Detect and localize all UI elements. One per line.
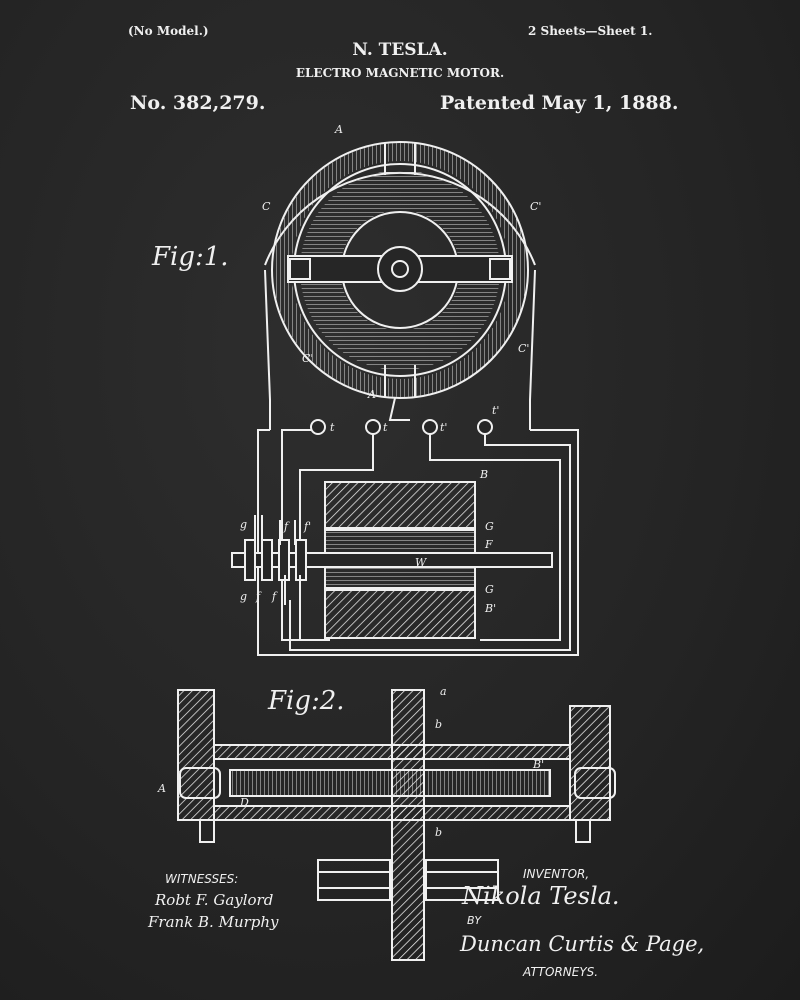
inventor-heading: N. TESLA. (352, 40, 448, 60)
part-label: f (271, 590, 278, 603)
part-label: B' (532, 758, 544, 771)
part-label: C' (530, 200, 541, 213)
part-label: g (240, 590, 247, 603)
witness-signature-1: Robt F. Gaylord (155, 891, 274, 909)
part-label: B (479, 468, 488, 481)
part-label: A (157, 782, 166, 795)
part-label: g (240, 518, 247, 531)
part-label: t' (492, 404, 499, 417)
part-label: W (415, 556, 428, 569)
part-label: C (262, 200, 271, 213)
witnesses-label: WITNESSES: (165, 872, 239, 886)
fig1-motor (264, 141, 536, 430)
part-label: t' (440, 421, 447, 434)
part-label: a (440, 685, 447, 698)
fig2-section (177, 689, 616, 961)
witness-signature-2: Frank B. Murphy (148, 913, 279, 931)
part-label: G (485, 520, 494, 533)
patent-title: ELECTRO MAGNETIC MOTOR. (295, 66, 505, 80)
attorneys-signature: Duncan Curtis & Page, (460, 932, 705, 956)
inventor-signature: Nikola Tesla. (462, 882, 620, 910)
fig1-part-labels: A C C' C' C' A t t t' t' B G F W G B' g … (240, 123, 541, 615)
sheet-number: 2 Sheets—Sheet 1. (528, 24, 653, 38)
patent-number: No. 382,279. (130, 92, 266, 114)
fig1-wiring (257, 419, 579, 656)
by-label: BY (467, 914, 482, 927)
attorneys-label: ATTORNEYS. (523, 965, 599, 979)
part-label: b (435, 826, 442, 839)
patent-date: Patented May 1, 1888. (440, 92, 679, 114)
part-label: G (485, 583, 494, 596)
part-label: f (283, 520, 290, 533)
fig1-label: Fig:1. (152, 242, 229, 272)
part-label: b (435, 718, 442, 731)
part-label: t (330, 421, 335, 434)
model-note: (No Model.) (128, 24, 209, 38)
part-label: F (484, 538, 493, 551)
part-label: f (255, 590, 262, 603)
inventor-label: INVENTOR, (523, 867, 590, 881)
part-label: D (239, 796, 249, 809)
fig2-part-labels: a b B' A D b (157, 685, 544, 839)
part-label: A (334, 123, 343, 136)
part-label: C' (518, 342, 529, 355)
fig1-armature (231, 481, 553, 639)
part-label: t (383, 421, 388, 434)
part-label: f' (303, 520, 311, 533)
part-label: A (367, 388, 376, 401)
part-label: C' (302, 352, 313, 365)
part-label: B' (484, 602, 496, 615)
fig2-label: Fig:2. (268, 686, 345, 716)
